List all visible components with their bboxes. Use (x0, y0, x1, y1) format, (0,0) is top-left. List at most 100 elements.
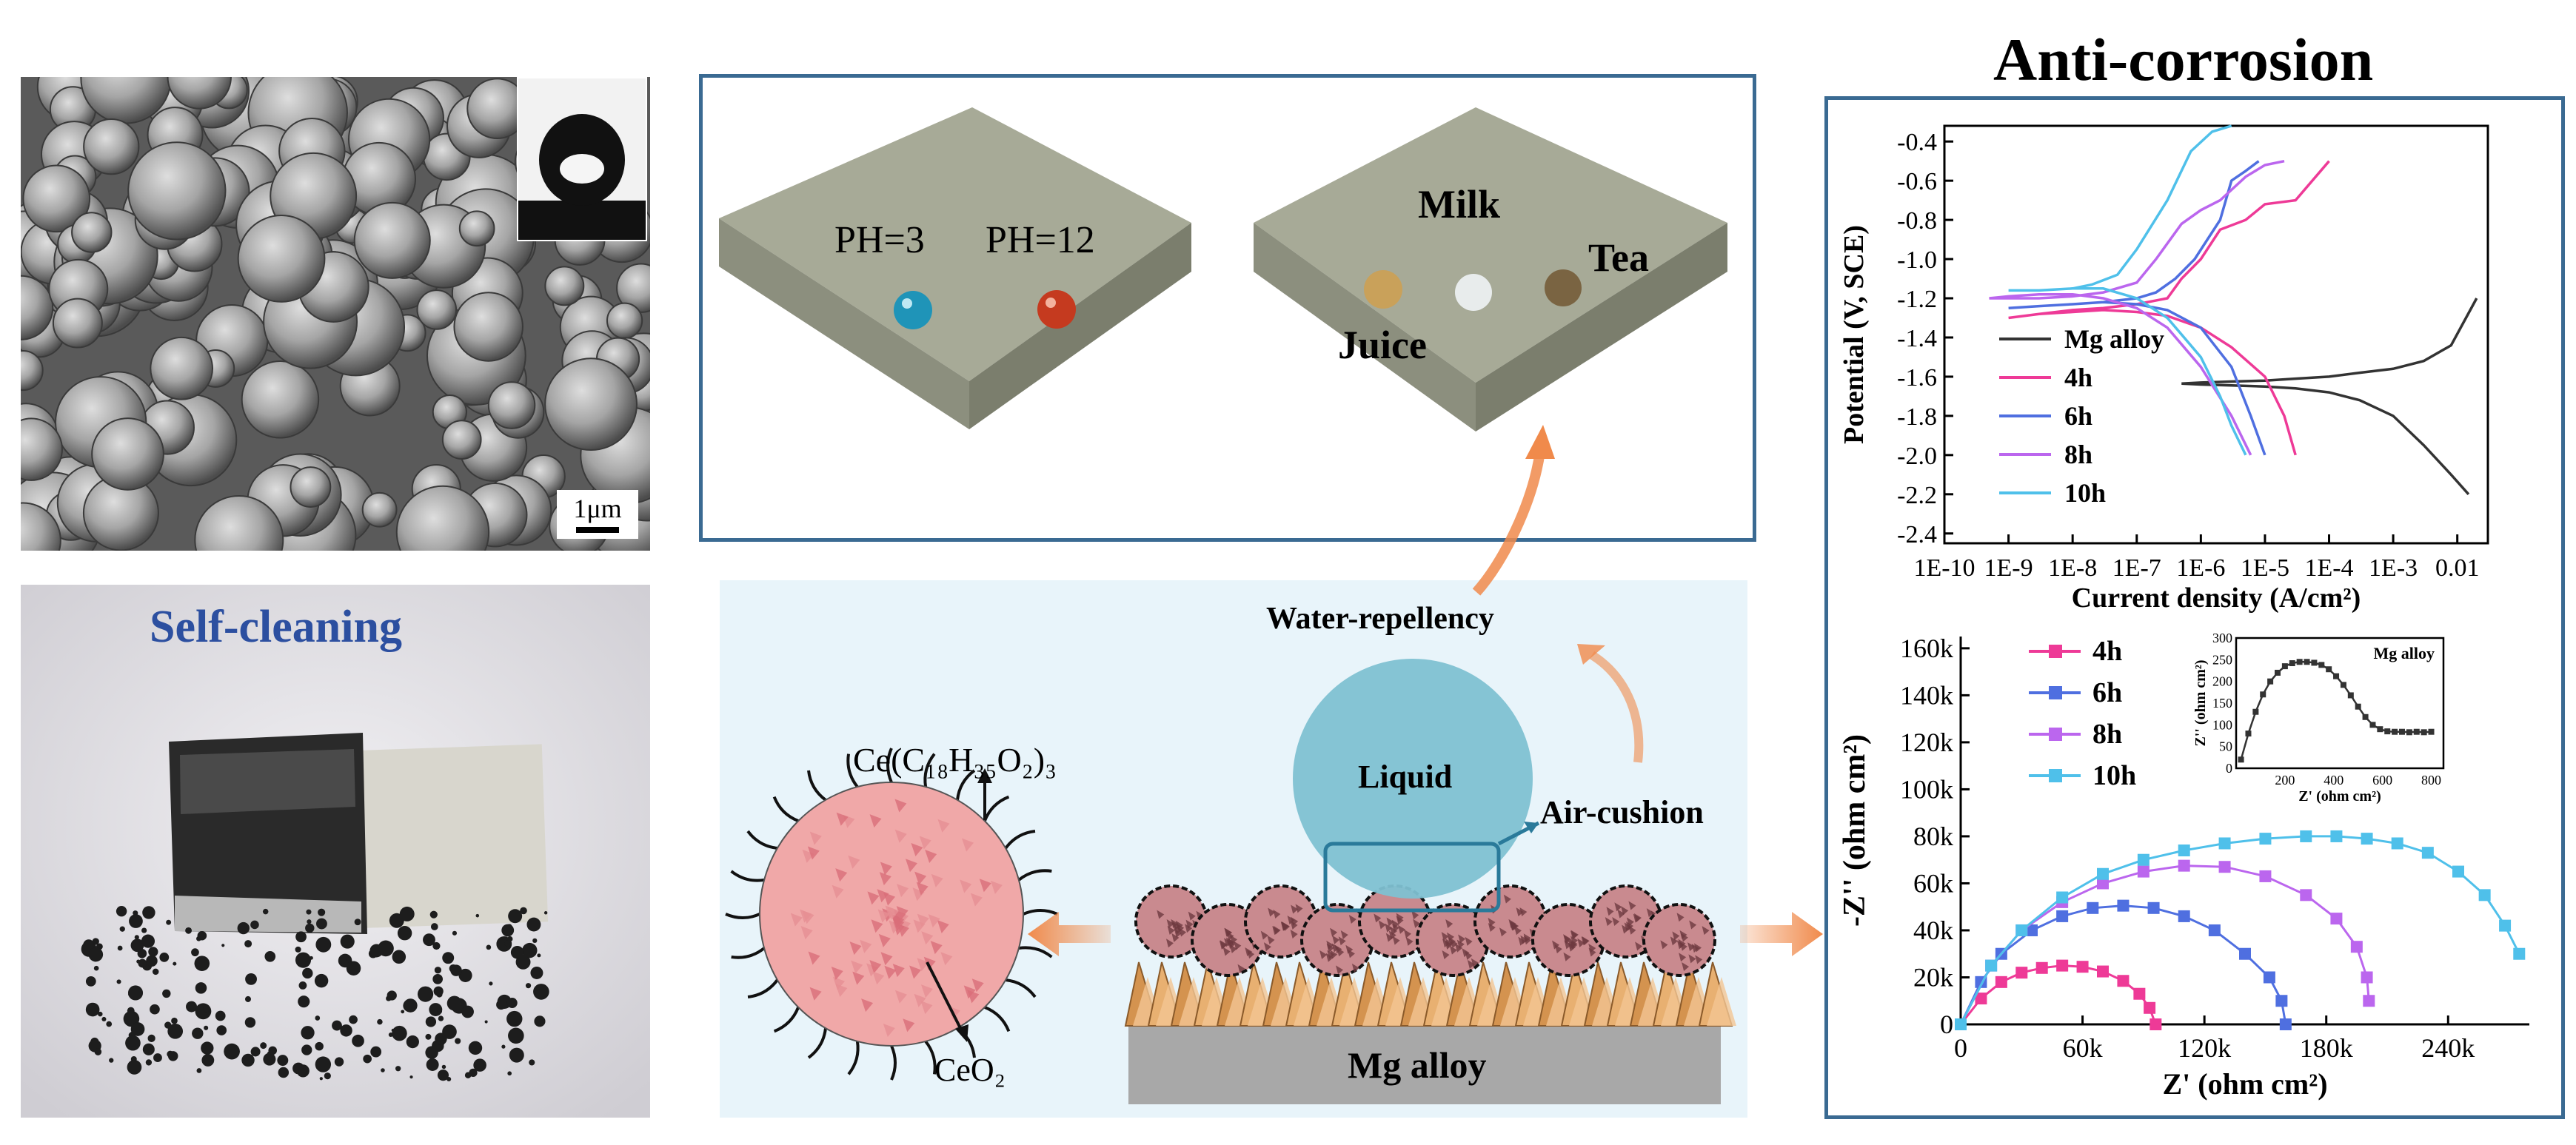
nyquist-point-4h (2117, 975, 2130, 987)
liquid-label: Liquid (1358, 759, 1453, 795)
inset-point (2421, 729, 2427, 736)
inset-y-tick: 100 (2212, 717, 2232, 732)
substrate-label: Mg alloy (1348, 1044, 1487, 1086)
nyquist-point-4h (2076, 961, 2089, 973)
nyquist-point-6h (2275, 995, 2288, 1007)
nyquist-point-10h (2330, 830, 2343, 842)
tafel-y-tick: -1.4 (1897, 325, 1937, 352)
nyquist-point-10h (2361, 833, 2373, 845)
droplet-tea (1545, 269, 1582, 306)
tafel-x-tick: 1E-5 (2241, 554, 2289, 582)
water-repellency-label: Water-repellency (1266, 602, 1494, 636)
nyquist-x-tick: 240k (2421, 1033, 2475, 1063)
inset-point (2428, 728, 2435, 735)
inset-point (2355, 703, 2361, 710)
nyquist-point-10h (2513, 947, 2526, 960)
tafel-y-tick: -0.4 (1897, 129, 1937, 156)
tafel-y-label: Potential (V, SCE) (1839, 225, 1870, 444)
nyquist-y-tick: 120k (1900, 728, 1953, 757)
label-juice: Juice (1338, 323, 1427, 367)
inset-title: Mg alloy (2374, 644, 2435, 662)
tafel-x-tick: 1E-4 (2304, 554, 2353, 582)
self-cleaning-label: Self-cleaning (150, 602, 402, 652)
inset-point (2245, 731, 2252, 737)
inset-point (2340, 682, 2346, 688)
tafel-legend-label: 10h (2064, 478, 2106, 508)
nyquist-x-tick: 180k (2300, 1033, 2353, 1063)
droplet-photo-panel: PH=3 PH=12 Milk Tea Juice (699, 74, 1756, 542)
scale-bar-label: 1μm (573, 494, 622, 523)
tafel-x-tick: 1E-8 (2048, 554, 2097, 582)
nyquist-y-tick: 0 (1940, 1010, 1953, 1039)
tafel-frame (1943, 124, 2489, 545)
nyquist-point-8h (2097, 877, 2109, 890)
nyquist-legend-label: 6h (2092, 677, 2122, 708)
arrow-left (1028, 912, 1111, 956)
inset-point (2318, 662, 2325, 668)
nyquist-point-4h (1975, 993, 1987, 1005)
tafel-legend-label: Mg alloy (2064, 324, 2164, 354)
nyquist-y-label: -Z'' (ohm cm²) (1838, 734, 1872, 927)
inset-x-tick: 600 (2372, 773, 2392, 788)
nyquist-legend-marker (2049, 686, 2062, 699)
nyquist-legend-marker (2049, 769, 2062, 782)
tafel-y-tick: -2.0 (1897, 443, 1937, 470)
nyquist-point-4h (1995, 976, 2007, 988)
inset-y-tick: 0 (2226, 761, 2232, 776)
nyquist-y-tick: 100k (1900, 774, 1953, 804)
nyquist-x-tick: 60k (2063, 1033, 2103, 1063)
nyquist-point-4h (2056, 959, 2069, 972)
nyquist-legend-label: 8h (2092, 719, 2122, 750)
tafel-x-tick: 1E-3 (2369, 554, 2418, 582)
water-contact-angle-inset (517, 77, 647, 241)
air-cushion-box (1323, 842, 1501, 913)
nyquist-point-8h (2350, 941, 2363, 953)
sem-image-panel: 1μm (21, 77, 650, 551)
arrow-to-photo (1472, 451, 1545, 596)
nyquist-line-10h (1959, 835, 2520, 1025)
nyquist-point-6h (2239, 947, 2251, 960)
nyquist-y-tick: 160k (1900, 634, 1953, 663)
air-cushion-label: Air-cushion (1540, 794, 1704, 830)
nyquist-point-10h (2499, 919, 2512, 932)
nyquist-point-10h (2421, 847, 2434, 859)
inset-point (2238, 756, 2244, 763)
inset-point (2281, 663, 2288, 670)
tafel-series-8h (1989, 159, 2285, 456)
inset-point (2384, 728, 2391, 735)
inset-point (2267, 678, 2274, 685)
tafel-series-mg-alloy (2181, 298, 2478, 495)
tafel-x-tick: 1E-6 (2176, 554, 2225, 582)
self-cleaning-scene (21, 585, 650, 1118)
nyquist-point-6h (2279, 1018, 2292, 1030)
nyquist-point-4h (2015, 967, 2028, 979)
nyquist-point-10h (2178, 844, 2190, 856)
tafel-x-tick: 1E-7 (2112, 554, 2161, 582)
droplet-milk (1455, 274, 1492, 311)
inset-x-tick: 200 (2275, 773, 2295, 788)
label-ph12: PH=12 (986, 219, 1095, 261)
nyquist-point-10h (2300, 830, 2312, 842)
nyquist-point-10h (2097, 867, 2109, 880)
nyquist-point-8h (2178, 859, 2190, 872)
self-cleaning-photo: Self-cleaning (21, 585, 650, 1118)
nyquist-legend-marker (2049, 645, 2062, 658)
inset-point (2296, 659, 2303, 665)
nyquist-point-10h (2452, 865, 2464, 878)
nyquist-y-tick: 40k (1913, 916, 1953, 945)
nyquist-point-6h (2147, 901, 2160, 914)
liquid-drop (1293, 659, 1533, 899)
tafel-x-label: Current density (A/cm²) (2072, 582, 2361, 614)
tafel-y-tick: -2.2 (1897, 482, 1937, 509)
core-label: CeO₂ (934, 1052, 1006, 1088)
nyquist-line-4h (1959, 964, 2157, 1025)
inset-y-label: Z'' (ohm cm²) (2192, 659, 2209, 746)
inset-x-tick: 400 (2324, 773, 2344, 788)
tafel-legend-label: 4h (2064, 363, 2092, 392)
inset-y-tick: 50 (2219, 739, 2232, 754)
tafel-y-tick: -0.8 (1897, 207, 1937, 235)
inset-point (2289, 660, 2295, 667)
inset-point (2369, 722, 2376, 728)
